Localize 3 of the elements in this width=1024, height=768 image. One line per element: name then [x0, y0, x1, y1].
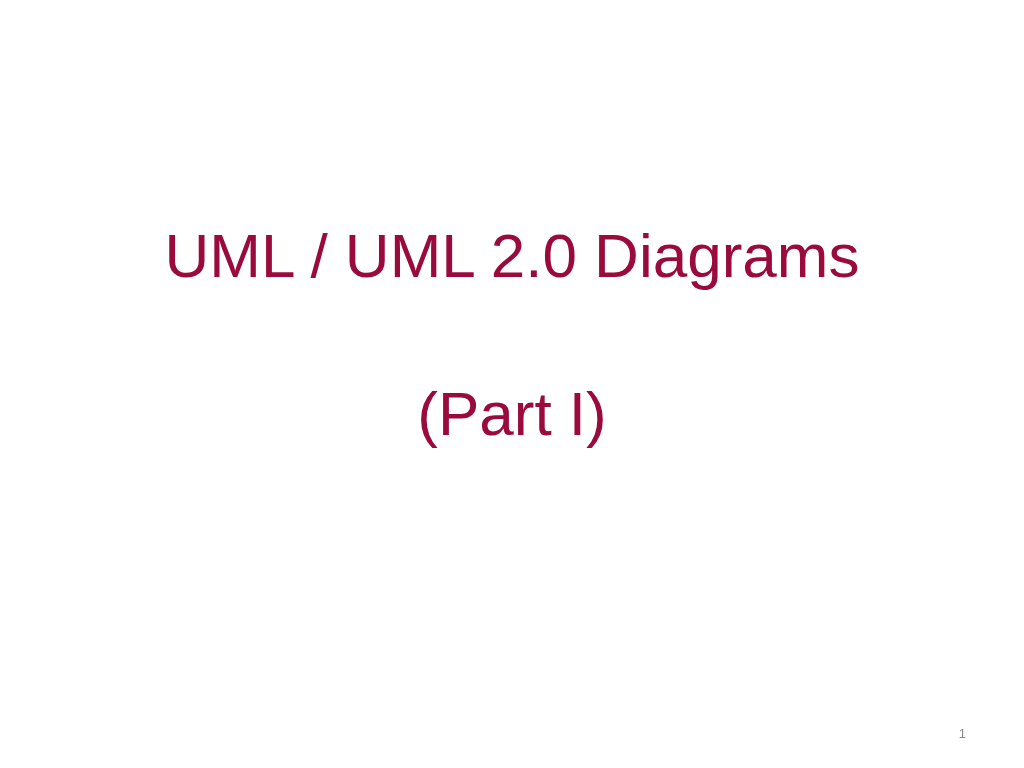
page-number: 1	[958, 726, 966, 741]
slide-title: UML / UML 2.0 Diagrams	[164, 222, 860, 291]
slide-subtitle: (Part I)	[417, 380, 607, 449]
